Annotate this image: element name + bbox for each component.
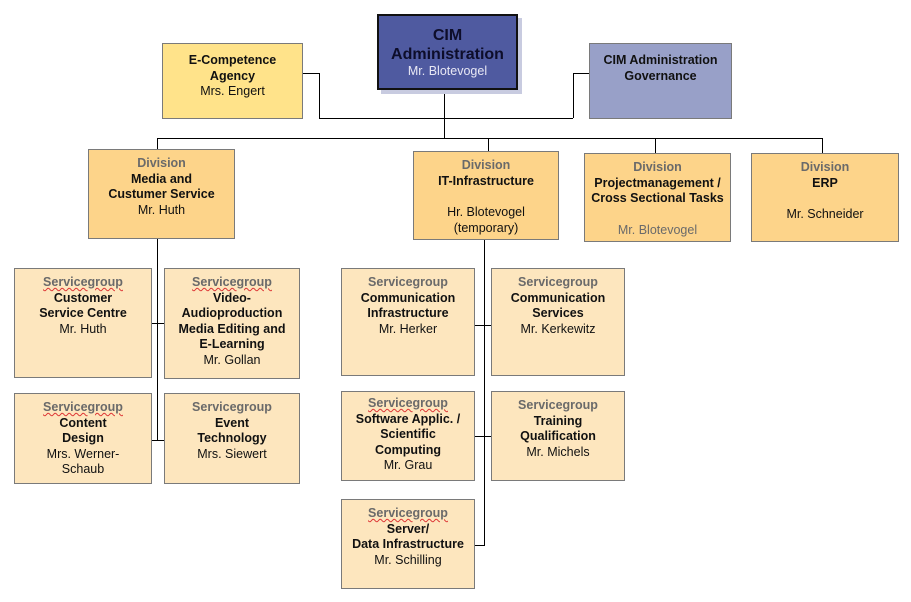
box-title: Communication Services — [510, 290, 606, 321]
connector — [157, 239, 158, 441]
connector — [573, 73, 589, 74]
sg-content-design-box: Servicegroup Content Design Mrs. Werner-… — [14, 393, 152, 484]
connector — [319, 73, 320, 118]
box-label: Division — [137, 156, 186, 170]
connector — [475, 545, 485, 546]
box-label: Servicegroup — [192, 400, 272, 414]
connector — [475, 325, 491, 326]
cim-administration-box: CIM Administration Mr. Blotevogel — [377, 14, 518, 90]
box-title: CIM Administration Governance — [603, 53, 718, 83]
box-label: Servicegroup — [192, 275, 272, 289]
box-title: E-Competence Agency — [188, 53, 277, 83]
connector — [152, 323, 164, 324]
sg-video-audio-box: Servicegroup Video- Audioproduction Medi… — [164, 268, 300, 379]
division-projectmanagement-box: Division Projectmanagement / Cross Secti… — [584, 153, 731, 242]
connector — [822, 138, 823, 153]
box-title: Content Design — [59, 415, 107, 446]
box-label: Servicegroup — [518, 398, 598, 412]
box-title: Server/ Data Infrastructure — [352, 521, 464, 552]
box-label: Servicegroup — [518, 275, 598, 289]
box-title: IT-Infrastructure — [438, 173, 534, 188]
box-person: Mr. Herker — [378, 321, 438, 336]
division-erp-box: Division ERP Mr. Schneider — [751, 153, 899, 242]
governance-box: CIM Administration Governance — [589, 43, 732, 119]
box-person: Mr. Schneider — [786, 207, 864, 221]
connector — [303, 73, 319, 74]
sg-communication-services-box: Servicegroup Communication Services Mr. … — [491, 268, 625, 376]
box-label: Division — [461, 158, 511, 172]
box-title: Communication Infrastructure — [360, 290, 456, 321]
box-label: Division — [633, 160, 682, 174]
connector — [488, 138, 489, 151]
box-title: Media and Custumer Service — [108, 171, 215, 202]
connector — [152, 440, 164, 441]
box-person: Mr. Schilling — [374, 552, 442, 567]
box-person: Mr. Blotevogel — [407, 64, 488, 78]
box-label: Servicegroup — [43, 275, 123, 289]
sg-training-qualification-box: Servicegroup Training Qualification Mr. … — [491, 391, 625, 481]
box-title: Customer Service Centre — [39, 290, 127, 321]
box-label: Servicegroup — [368, 275, 448, 289]
box-person: Mr. Grau — [383, 458, 433, 472]
box-person: Hr. Blotevogel (temporary) — [447, 205, 525, 235]
division-media-box: Division Media and Custumer Service Mr. … — [88, 149, 235, 239]
sg-customer-service-box: Servicegroup Customer Service Centre Mr.… — [14, 268, 152, 378]
connector — [319, 118, 573, 119]
box-title: Event Technology — [197, 415, 267, 446]
box-person: Mr. Huth — [137, 202, 186, 217]
box-label: Servicegroup — [368, 396, 448, 410]
sg-event-technology-box: Servicegroup Event Technology Mrs. Siewe… — [164, 393, 300, 484]
sg-communication-infrastructure-box: Servicegroup Communication Infrastructur… — [341, 268, 475, 376]
box-person: Mr. Kerkewitz — [520, 321, 596, 336]
connector — [484, 240, 485, 546]
box-label: Servicegroup — [368, 506, 448, 520]
sg-software-applic-box: Servicegroup Software Applic. / Scientif… — [341, 391, 475, 481]
connector — [475, 436, 491, 437]
box-person: Mr. Gollan — [203, 352, 261, 367]
e-competence-agency-box: E-Competence Agency Mrs. Engert — [162, 43, 303, 119]
connector — [444, 90, 445, 138]
sg-server-data-box: Servicegroup Server/ Data Infrastructure… — [341, 499, 475, 589]
connector — [573, 73, 574, 118]
box-label: Servicegroup — [43, 400, 123, 414]
box-title: Software Applic. / Scientific Computing — [355, 411, 461, 457]
box-person: Mr. Blotevogel — [617, 222, 698, 237]
box-person: Mr. Michels — [526, 444, 590, 459]
box-person: Mr. Huth — [59, 321, 107, 336]
connector — [157, 138, 158, 149]
box-title: CIM Administration — [391, 27, 504, 63]
box-person: Mrs. Engert — [200, 84, 265, 98]
connector — [655, 138, 656, 153]
box-person: Mrs. Werner- Schaub — [46, 446, 120, 477]
connector — [157, 138, 822, 139]
box-person: Mrs. Siewert — [197, 446, 267, 461]
box-title: Projectmanagement / Cross Sectional Task… — [591, 175, 724, 206]
box-title: Training Qualification — [520, 413, 596, 444]
box-label: Division — [800, 160, 850, 174]
box-title: Video- Audioproduction Media Editing and… — [178, 290, 286, 352]
division-it-box: Division IT-Infrastructure Hr. Blotevoge… — [413, 151, 559, 240]
box-title: ERP — [812, 175, 838, 190]
